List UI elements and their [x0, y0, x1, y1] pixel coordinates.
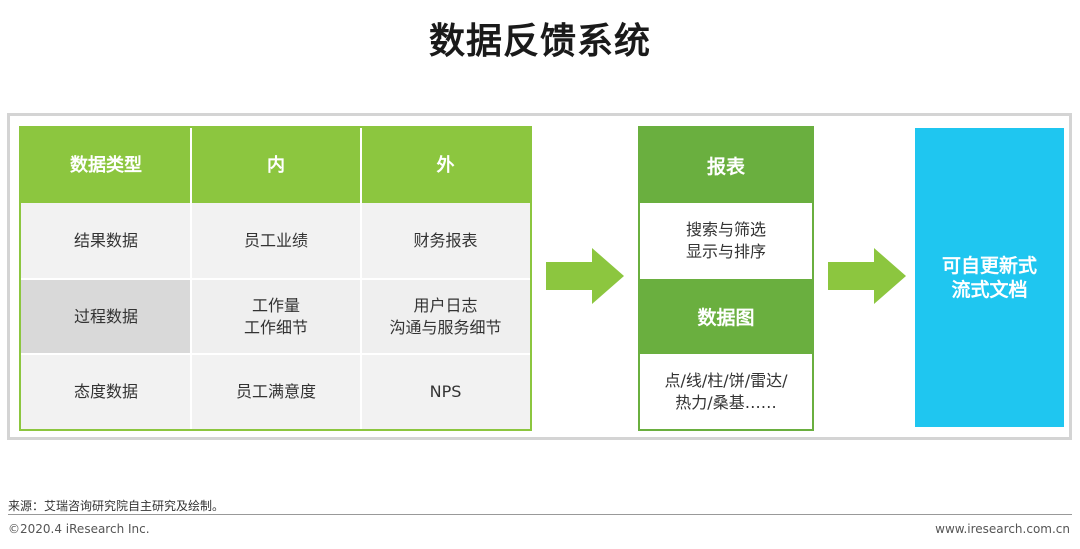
- table-divider: [21, 353, 530, 355]
- copyright: ©2020.4 iResearch Inc.: [8, 522, 150, 536]
- table-header-internal: 内: [191, 128, 361, 203]
- flow-arrow-icon: [828, 248, 906, 304]
- table-header-type: 数据类型: [21, 128, 191, 203]
- report-header: 报表: [640, 128, 812, 203]
- table-divider: [21, 278, 530, 280]
- output-formats-panel: 报表 搜索与筛选 显示与排序 数据图 点/线/柱/饼/雷达/ 热力/桑基……: [638, 126, 814, 431]
- output-document-box: 可自更新式 流式文档: [915, 128, 1064, 427]
- table-cell-internal: 员工满意度: [191, 354, 361, 429]
- table-cell-type: 态度数据: [21, 354, 191, 429]
- page-title: 数据反馈系统: [428, 21, 651, 62]
- table-cell-external: NPS: [361, 354, 530, 429]
- table-header-external: 外: [361, 128, 530, 203]
- table-cell-internal: 工作量 工作细节: [191, 279, 361, 354]
- data-type-table: 数据类型 内 外 结果数据 员工业绩 财务报表 过程数据 工作量 工作细节 用户…: [19, 126, 532, 431]
- report-body: 搜索与筛选 显示与排序: [685, 220, 766, 261]
- source-note: 来源：艾瑞咨询研究院自主研究及绘制。: [8, 499, 225, 513]
- table-cell-type: 结果数据: [21, 203, 191, 279]
- footer-divider: [8, 514, 1072, 515]
- flow-arrow-icon: [546, 248, 624, 304]
- table-cell-type: 过程数据: [21, 279, 191, 354]
- table-cell-external: 用户日志 沟通与服务细节: [361, 279, 530, 354]
- table-cell-internal: 员工业绩: [191, 203, 361, 279]
- table-cell-external: 财务报表: [361, 203, 530, 279]
- website-link[interactable]: www.iresearch.com.cn: [935, 522, 1070, 536]
- chart-header: 数据图: [640, 279, 812, 354]
- chart-body: 点/线/柱/饼/雷达/ 热力/桑基……: [664, 370, 788, 412]
